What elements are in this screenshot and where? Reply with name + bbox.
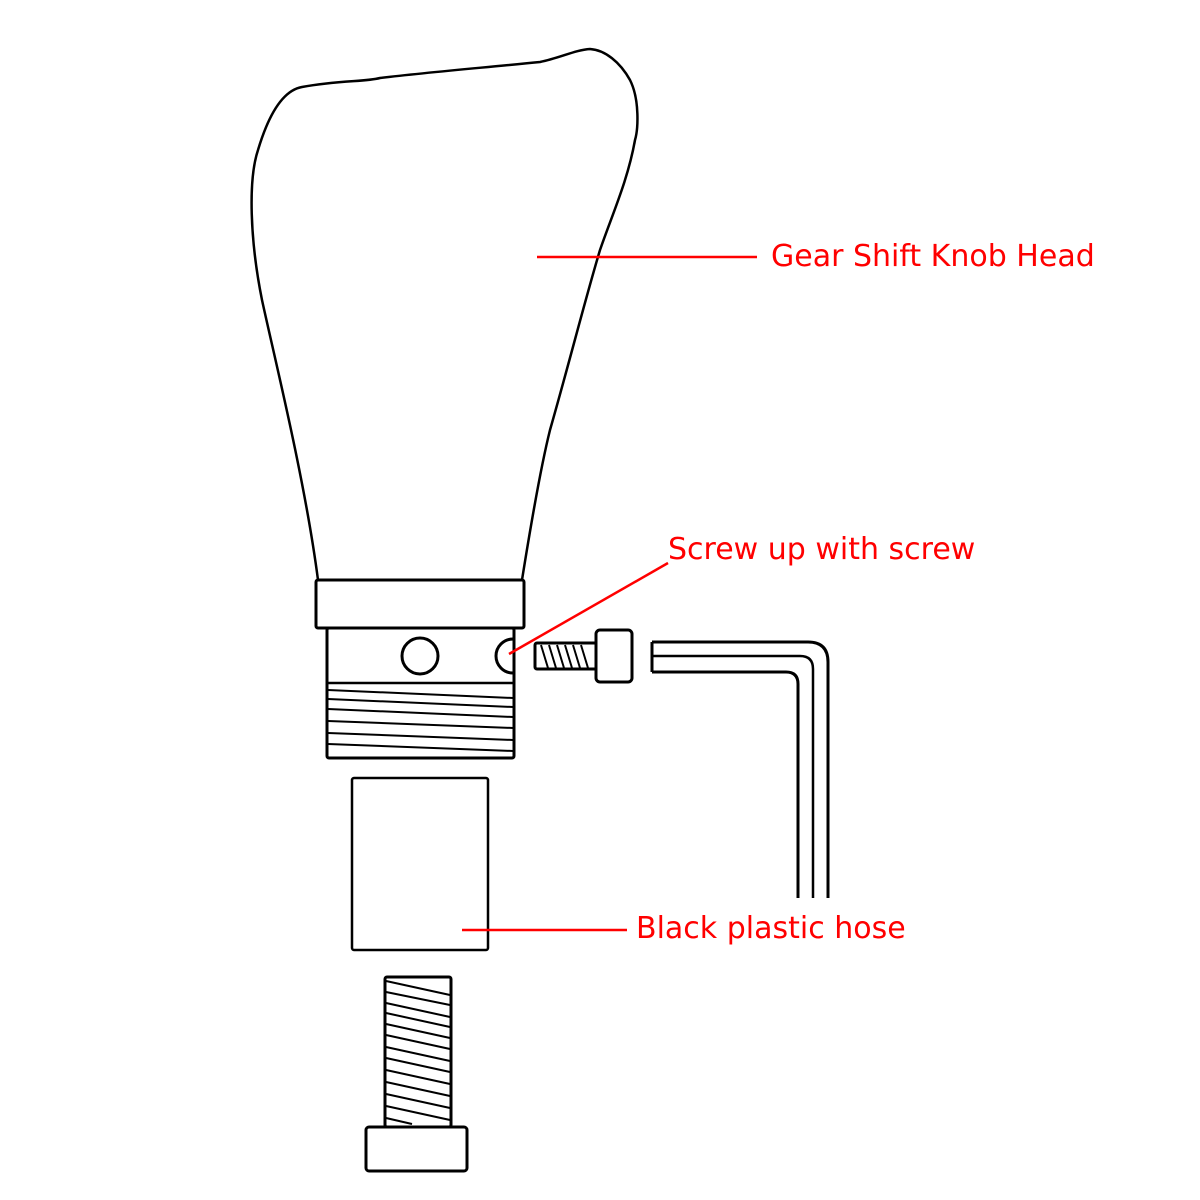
bolt — [364, 975, 469, 1173]
label-knob-head: Gear Shift Knob Head — [771, 239, 1095, 274]
screw-hole-center — [400, 636, 440, 676]
label-screw-up: Screw up with screw — [668, 532, 976, 567]
collar-ring — [314, 578, 526, 630]
label-plastic-hose: Black plastic hose — [636, 911, 906, 946]
screw-hole-side — [494, 637, 514, 675]
threaded-base — [325, 626, 516, 760]
knob-head-outline — [250, 47, 639, 582]
allen-key — [650, 640, 830, 898]
set-screw — [533, 628, 634, 684]
plastic-hose — [350, 776, 490, 952]
leader-line-screw — [508, 561, 669, 656]
